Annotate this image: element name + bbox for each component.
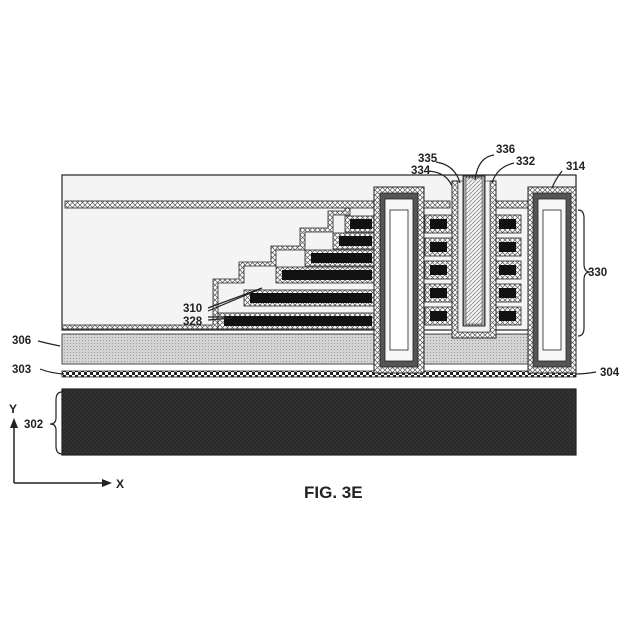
layer-303	[62, 371, 576, 377]
layer-306	[62, 334, 576, 364]
label-334: 334	[411, 165, 431, 177]
label-314: 314	[566, 161, 586, 173]
left-pillar	[374, 187, 424, 373]
label-304: 304	[600, 367, 620, 379]
right-pillar	[528, 187, 576, 373]
label-330: 330	[588, 267, 607, 279]
label-302: 302	[24, 419, 43, 431]
cell-stack-right	[494, 215, 521, 325]
label-336: 336	[496, 144, 515, 156]
axis-y-label: Y	[9, 402, 17, 416]
label-310: 310	[183, 303, 202, 315]
figure-caption: FIG. 3E	[304, 483, 363, 502]
label-303: 303	[12, 364, 31, 376]
label-306: 306	[12, 335, 31, 347]
label-328: 328	[183, 316, 203, 328]
cell-stack-left	[425, 215, 452, 325]
axis-x-label: X	[116, 477, 124, 491]
central-channel	[452, 176, 496, 338]
substrate-302	[62, 389, 576, 455]
bracket-302	[50, 392, 62, 454]
label-332: 332	[516, 156, 535, 168]
label-335: 335	[418, 153, 438, 165]
cap-layer-314-right	[492, 201, 528, 208]
